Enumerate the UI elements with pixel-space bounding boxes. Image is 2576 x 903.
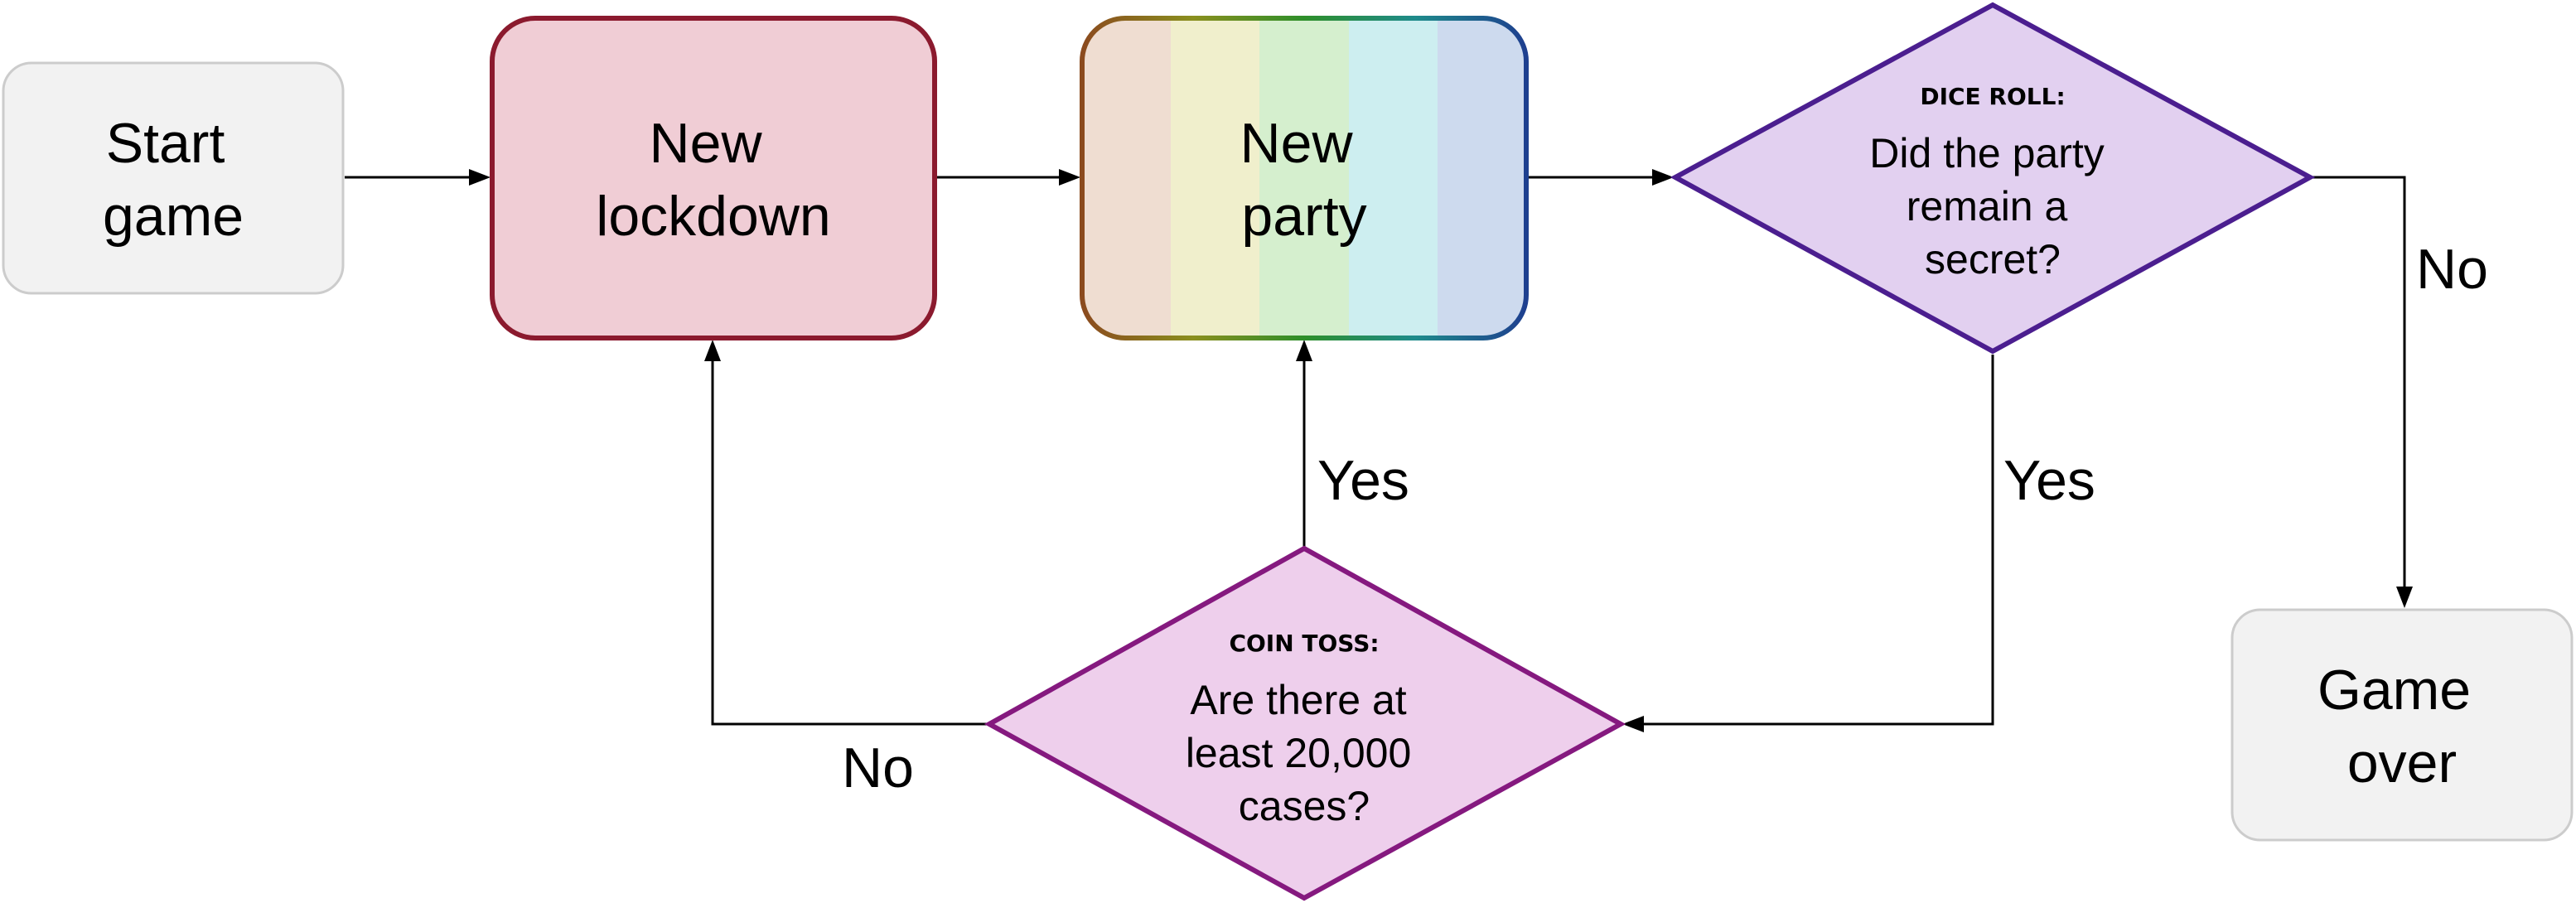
party-stripe-1: [1082, 18, 1172, 338]
node-dice-roll-line3: secret?: [1925, 236, 2061, 282]
node-dice-roll-diamond: [1670, 2, 2316, 355]
party-stripe-4: [1349, 18, 1438, 338]
party-stripe-2: [1171, 18, 1260, 338]
node-new-party-line1: New: [1240, 112, 1354, 175]
arrowhead-coin-to-party: [1296, 340, 1312, 361]
node-new-lockdown-text: New lockdown: [596, 112, 831, 248]
node-game-over: Game over: [2230, 608, 2574, 842]
node-dice-roll-line2: remain a: [1907, 183, 2068, 229]
node-new-party: New party: [1080, 16, 1529, 340]
party-stripe-5: [1438, 18, 1526, 338]
node-new-party-text: New party: [1240, 112, 1369, 248]
node-coin-toss-line3: cases?: [1239, 783, 1370, 829]
node-new-party-line2: party: [1241, 185, 1366, 248]
edge-label-coin-yes: Yes: [1317, 449, 1409, 512]
node-new-lockdown-line1: New: [650, 112, 763, 175]
node-start-game: Start game: [2, 61, 345, 295]
edge-label-dice-yes: Yes: [2003, 449, 2095, 512]
node-new-lockdown-box: [490, 16, 937, 340]
arrowhead-dice-to-coin: [1622, 716, 1644, 732]
node-start-game-line2: game: [103, 185, 244, 248]
arrowhead-coin-to-lockdown: [704, 340, 721, 361]
edge-dice-to-coin: [1639, 355, 1994, 726]
node-game-over-line2: over: [2347, 732, 2457, 794]
node-game-over-line1: Game: [2317, 659, 2471, 722]
node-game-over-box: [2230, 608, 2574, 842]
node-start-game-text: Start game: [103, 112, 244, 248]
node-new-lockdown-line2: lockdown: [596, 185, 831, 248]
node-new-party-stripes: [1082, 18, 1526, 338]
node-coin-toss-heading: COIN TOSS:: [1229, 630, 1379, 657]
node-coin-toss-line1: Are there at: [1190, 677, 1406, 723]
edge-label-coin-no: No: [842, 736, 914, 799]
node-game-over-text: Game over: [2317, 659, 2487, 794]
arrowhead-dice-to-gameover: [2396, 587, 2413, 608]
edge-coin-to-lockdown: [711, 356, 989, 726]
node-dice-roll-line1: Did the party: [1869, 130, 2104, 176]
edge-dice-to-gameover: [2312, 176, 2406, 590]
node-new-party-border: [1080, 16, 1529, 340]
node-start-game-box: [2, 61, 345, 295]
node-coin-toss-question: Are there at least 20,000 cases?: [1186, 677, 1423, 829]
edge-label-dice-no: No: [2416, 238, 2488, 301]
party-stripe-3: [1259, 18, 1350, 338]
connectors: [345, 169, 2413, 732]
node-coin-toss-diamond: [984, 545, 1626, 901]
node-coin-toss-line2: least 20,000: [1186, 730, 1411, 776]
node-dice-roll-heading: DICE ROLL:: [1920, 83, 2065, 110]
node-dice-roll-question: Did the party remain a secret?: [1869, 130, 2115, 282]
arrowhead-lockdown-to-party: [1059, 169, 1080, 186]
node-coin-toss: COIN TOSS: Are there at least 20,000 cas…: [984, 545, 1626, 901]
node-new-lockdown: New lockdown: [490, 16, 937, 340]
node-dice-roll: DICE ROLL: Did the party remain a secret…: [1670, 2, 2316, 355]
node-start-game-line1: Start: [106, 112, 225, 175]
arrowhead-party-to-dice: [1652, 169, 1674, 186]
arrowhead-start-to-lockdown: [469, 169, 491, 186]
